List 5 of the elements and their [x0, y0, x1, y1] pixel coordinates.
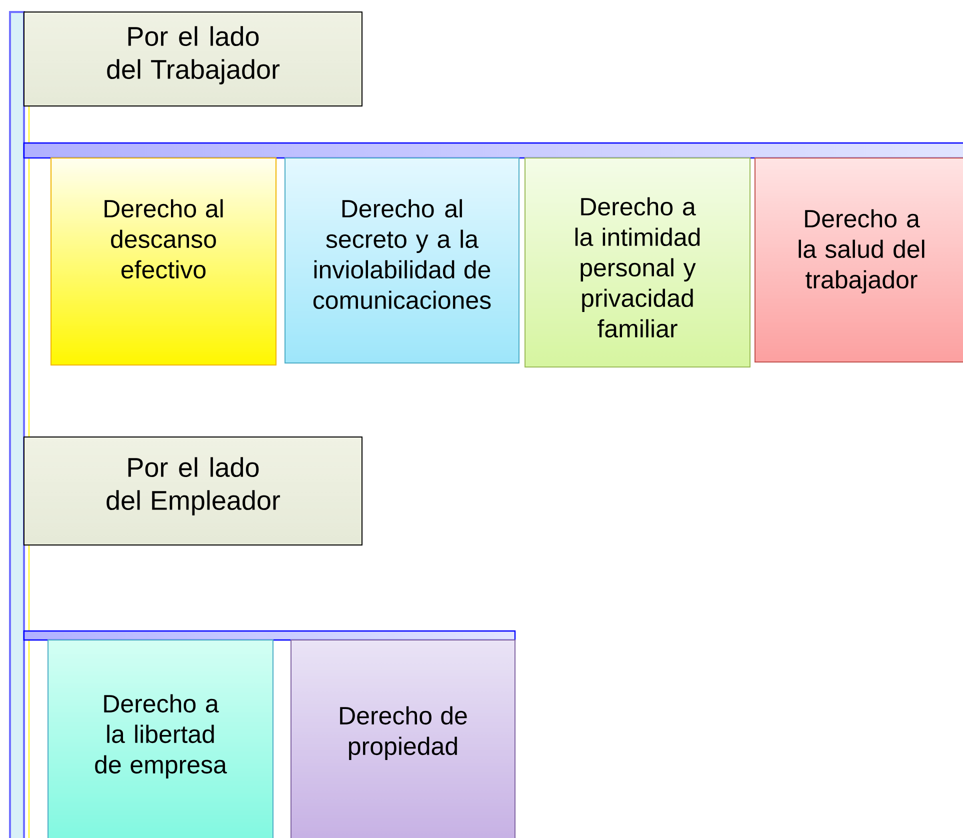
- category-box: Derecho a la libertad de empresa: [48, 640, 274, 838]
- horizontal-bar: [23, 630, 516, 641]
- vertical-bar: [9, 11, 30, 838]
- category-box: Derecho de propiedad: [290, 640, 516, 838]
- category-box: Derecho a la salud del trabajador: [754, 158, 963, 362]
